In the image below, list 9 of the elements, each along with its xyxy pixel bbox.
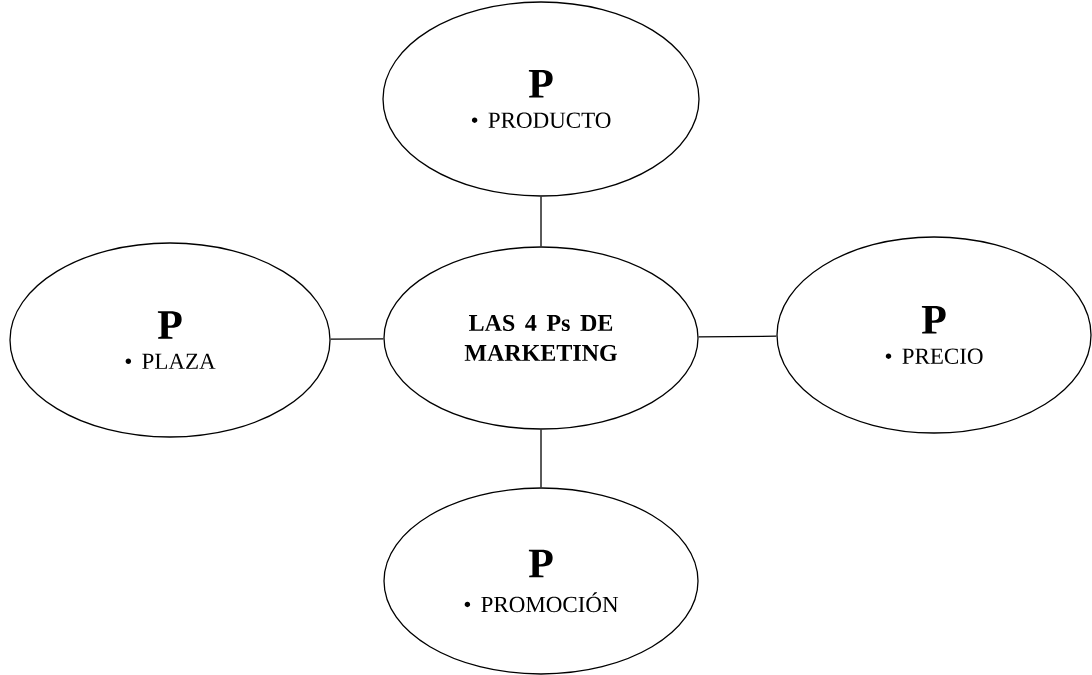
ellipse-node: P • PRODUCTO bbox=[382, 1, 700, 197]
ellipse-node: P • PLAZA bbox=[9, 242, 331, 438]
connector-line bbox=[540, 196, 542, 247]
ellipse-node: P • PRECIO bbox=[776, 236, 1092, 434]
connector-line bbox=[698, 335, 778, 338]
ellipse-node: P • PROMOCIÓN bbox=[383, 487, 699, 675]
ellipse-node: LAS 4 Ps DE MARKETING bbox=[383, 246, 699, 430]
connector-line bbox=[540, 429, 542, 488]
connector-line bbox=[330, 338, 384, 340]
